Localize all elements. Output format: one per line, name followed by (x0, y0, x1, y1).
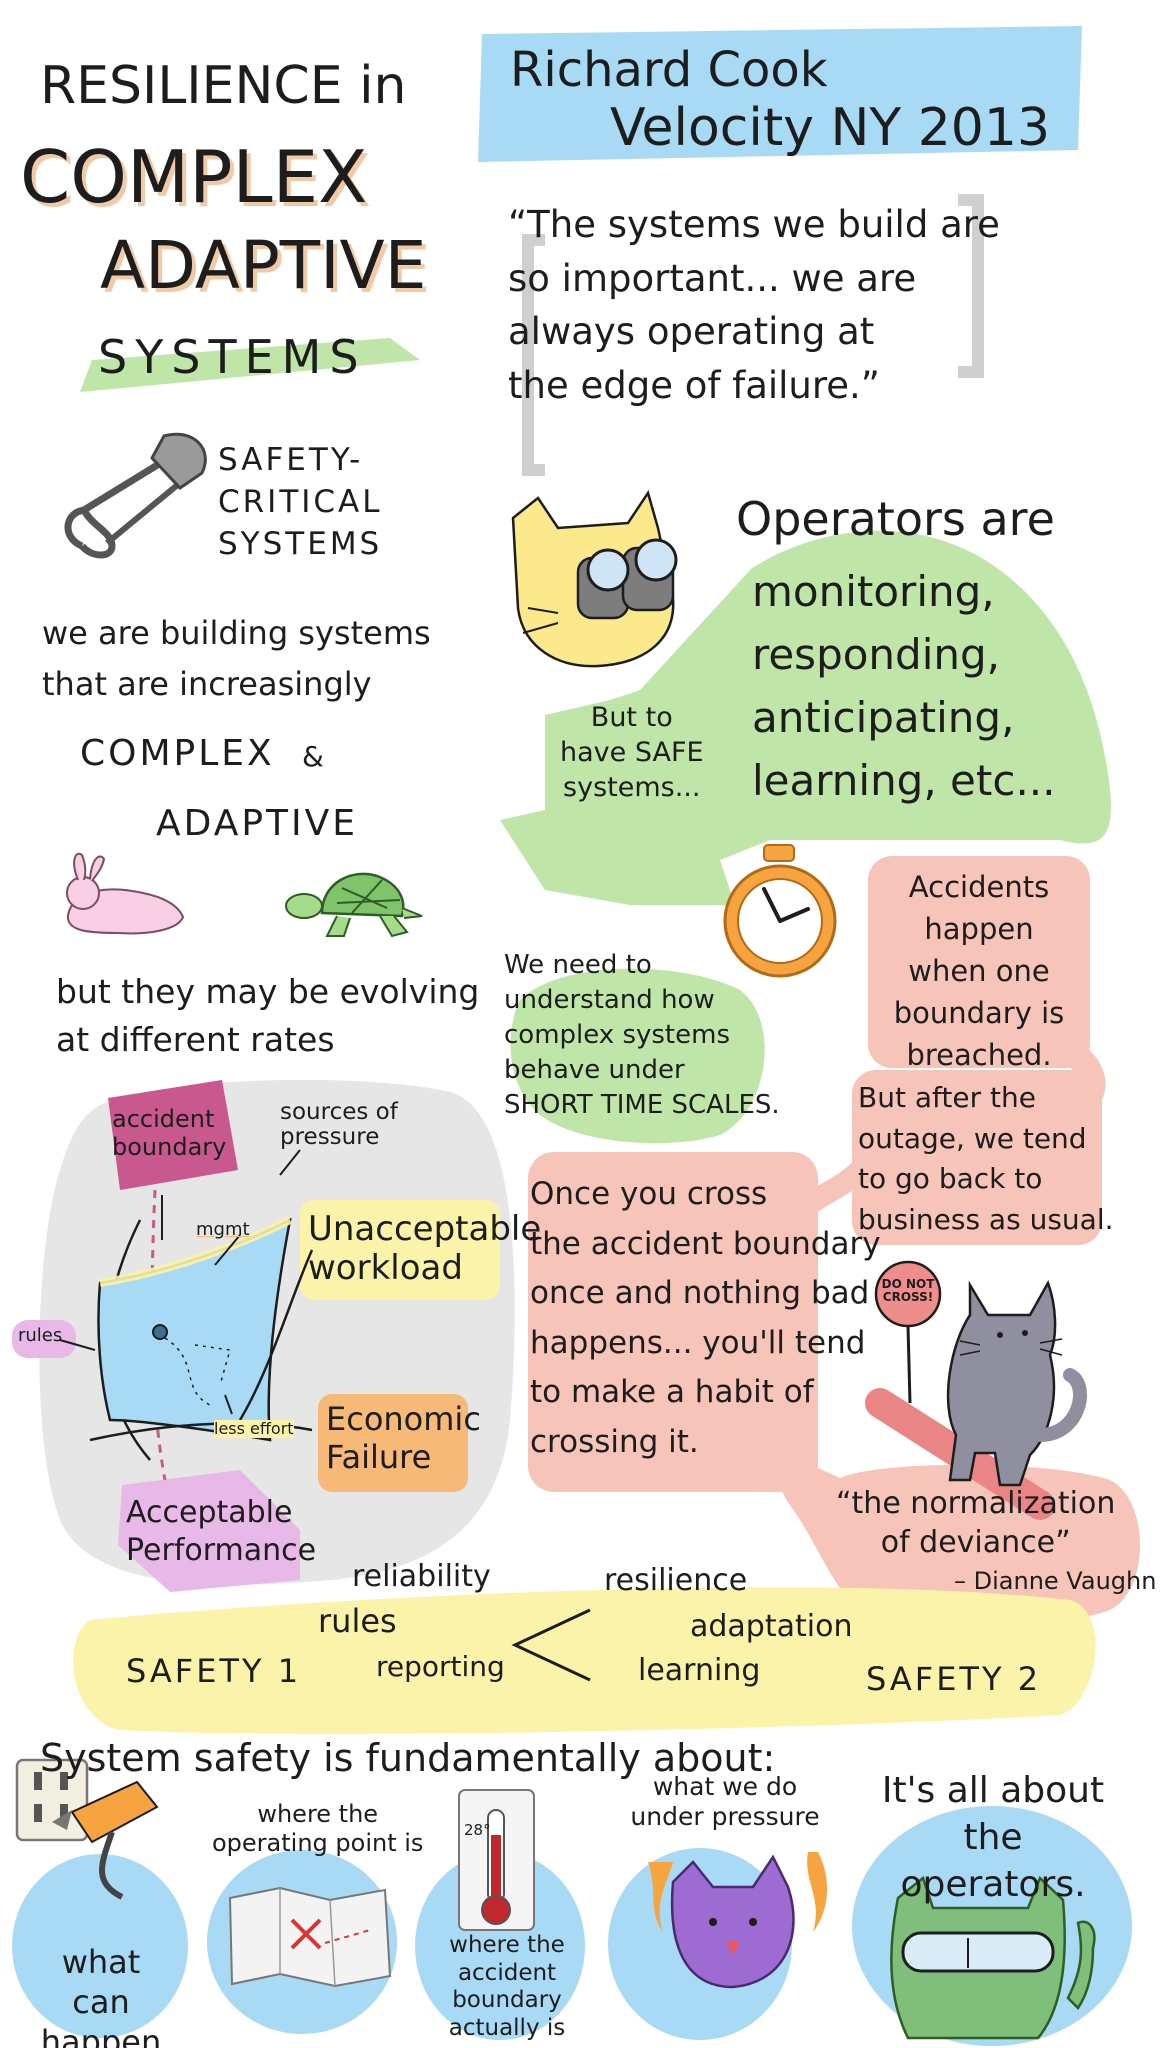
cross-boundary-box (528, 1152, 818, 1492)
normalization-tail (778, 1408, 819, 1479)
thermometer-reading: 28° (464, 1821, 491, 1839)
ampersand: & (302, 740, 324, 773)
economic-failure-box (318, 1394, 468, 1492)
adaptive-word: ADAPTIVE (156, 803, 359, 844)
reliability-label: reliability (352, 1559, 491, 1594)
safety-divider (511, 1608, 591, 1682)
operators-list: monitoring, responding, anticipating, le… (752, 567, 1056, 805)
accident-boundary-is-label: where the accident boundary actually is (448, 1932, 566, 2041)
accidents-box (868, 856, 1090, 1068)
diagram-region-highlight (99, 1216, 292, 1287)
sources-of-pressure-label: sources of pressure (280, 1099, 398, 1151)
economic-failure-label: Economic Failure (326, 1400, 481, 1477)
cross-boundary-text: Once you cross the accident boundary onc… (530, 1176, 881, 1460)
cat-binoculars-icon (511, 490, 678, 668)
gray-cat-icon (865, 1280, 1087, 1520)
safety2-label: SAFETY 2 (866, 1660, 1042, 1698)
title-adaptive: ADAPTIVE (100, 227, 427, 304)
accident-boundary-box (108, 1080, 238, 1190)
building-systems-text: we are building systems that are increas… (42, 614, 431, 704)
stopwatch-icon (723, 844, 837, 978)
operators-arrow-shape (500, 530, 1111, 905)
evolving-text: but they may be evolving at different ra… (56, 972, 480, 1059)
fundamental-heading: System safety is fundamentally about: (40, 1736, 776, 1780)
green-cat-goggles-icon (890, 1875, 1096, 2040)
normalization-quote: “the normalization of deviance” (836, 1486, 1116, 1560)
diagram-arrows (59, 1149, 301, 1415)
safety-pin-icon (64, 432, 207, 559)
rules-label: rules (18, 1325, 63, 1346)
less-effort-label: less effort (214, 1419, 294, 1438)
title-resilience: RESILIENCE in (40, 56, 407, 116)
safe-systems-text: But to have SAFE systems... (560, 702, 704, 804)
title-systems: SYSTEMS (98, 330, 367, 384)
accident-boundary-label: accident boundary (112, 1105, 227, 1161)
systems-highlight (80, 338, 420, 392)
safety-band (73, 1587, 1096, 1735)
map-icon (228, 1886, 392, 1988)
acceptable-performance-label: Acceptable Performance (126, 1495, 317, 1568)
operators-heading: Operators are (736, 492, 1055, 546)
bottom-bubble-3 (415, 1852, 585, 2040)
all-about-operators-label: It's all about the operators. (881, 1770, 1105, 1905)
thermometer-icon (458, 1789, 535, 1931)
operating-point-label: where the operating point is (212, 1800, 424, 1857)
quote-brackets (522, 194, 984, 476)
understand-text: We need to understand how complex system… (504, 950, 780, 1121)
outage-box (852, 1070, 1102, 1245)
learning-label: learning (638, 1653, 761, 1688)
turtle-icon (285, 872, 423, 938)
under-pressure-label: what we do under pressure (630, 1772, 820, 1831)
title-complex: COMPLEX (20, 135, 368, 219)
normalization-author: – Dianne Vaughn (954, 1567, 1157, 1595)
reporting-label: reporting (376, 1650, 505, 1683)
mgmt-label: mgmt (196, 1219, 250, 1240)
safety1-label: SAFETY 1 (126, 1652, 302, 1690)
operating-point (152, 1324, 168, 1340)
sign-text: DO NOT CROSS! (881, 1277, 935, 1305)
complex-word: COMPLEX (80, 733, 275, 774)
rabbit-icon (66, 852, 185, 935)
adaptation-label: adaptation (690, 1609, 853, 1644)
unacceptable-workload-box (300, 1200, 500, 1300)
speaker-name: Richard Cook (510, 42, 828, 98)
cross-connector (793, 1161, 868, 1220)
accidents-text: Accidents happen when one boundary is br… (893, 870, 1065, 1073)
unacceptable-workload-label: Unacceptable workload (308, 1209, 542, 1289)
what-can-happen-label: what can happen (40, 1943, 162, 2048)
after-outage-text: But after the outage, we tend to go back… (858, 1081, 1114, 1236)
diagram-curve-workload (238, 1249, 314, 1421)
speaker-banner (478, 26, 1082, 162)
understand-highlight (510, 968, 765, 1144)
safety-critical-label: SAFETY- CRITICAL SYSTEMS (218, 442, 383, 562)
rules-tag (12, 1320, 76, 1358)
operating-point-path (164, 1337, 231, 1406)
rules-safety-label: rules (318, 1602, 397, 1640)
acceptable-performance-box (118, 1470, 300, 1592)
speaker-event: Velocity NY 2013 (610, 98, 1051, 158)
power-outlet-icon (15, 1758, 159, 1900)
bottom-bubble-1 (12, 1854, 188, 2038)
do-not-cross-sign-icon (874, 1260, 942, 1404)
resilience-label: resilience (604, 1563, 748, 1598)
purple-cat-icon (648, 1852, 828, 1989)
quote-text: “The systems we build are so important..… (508, 203, 1000, 407)
